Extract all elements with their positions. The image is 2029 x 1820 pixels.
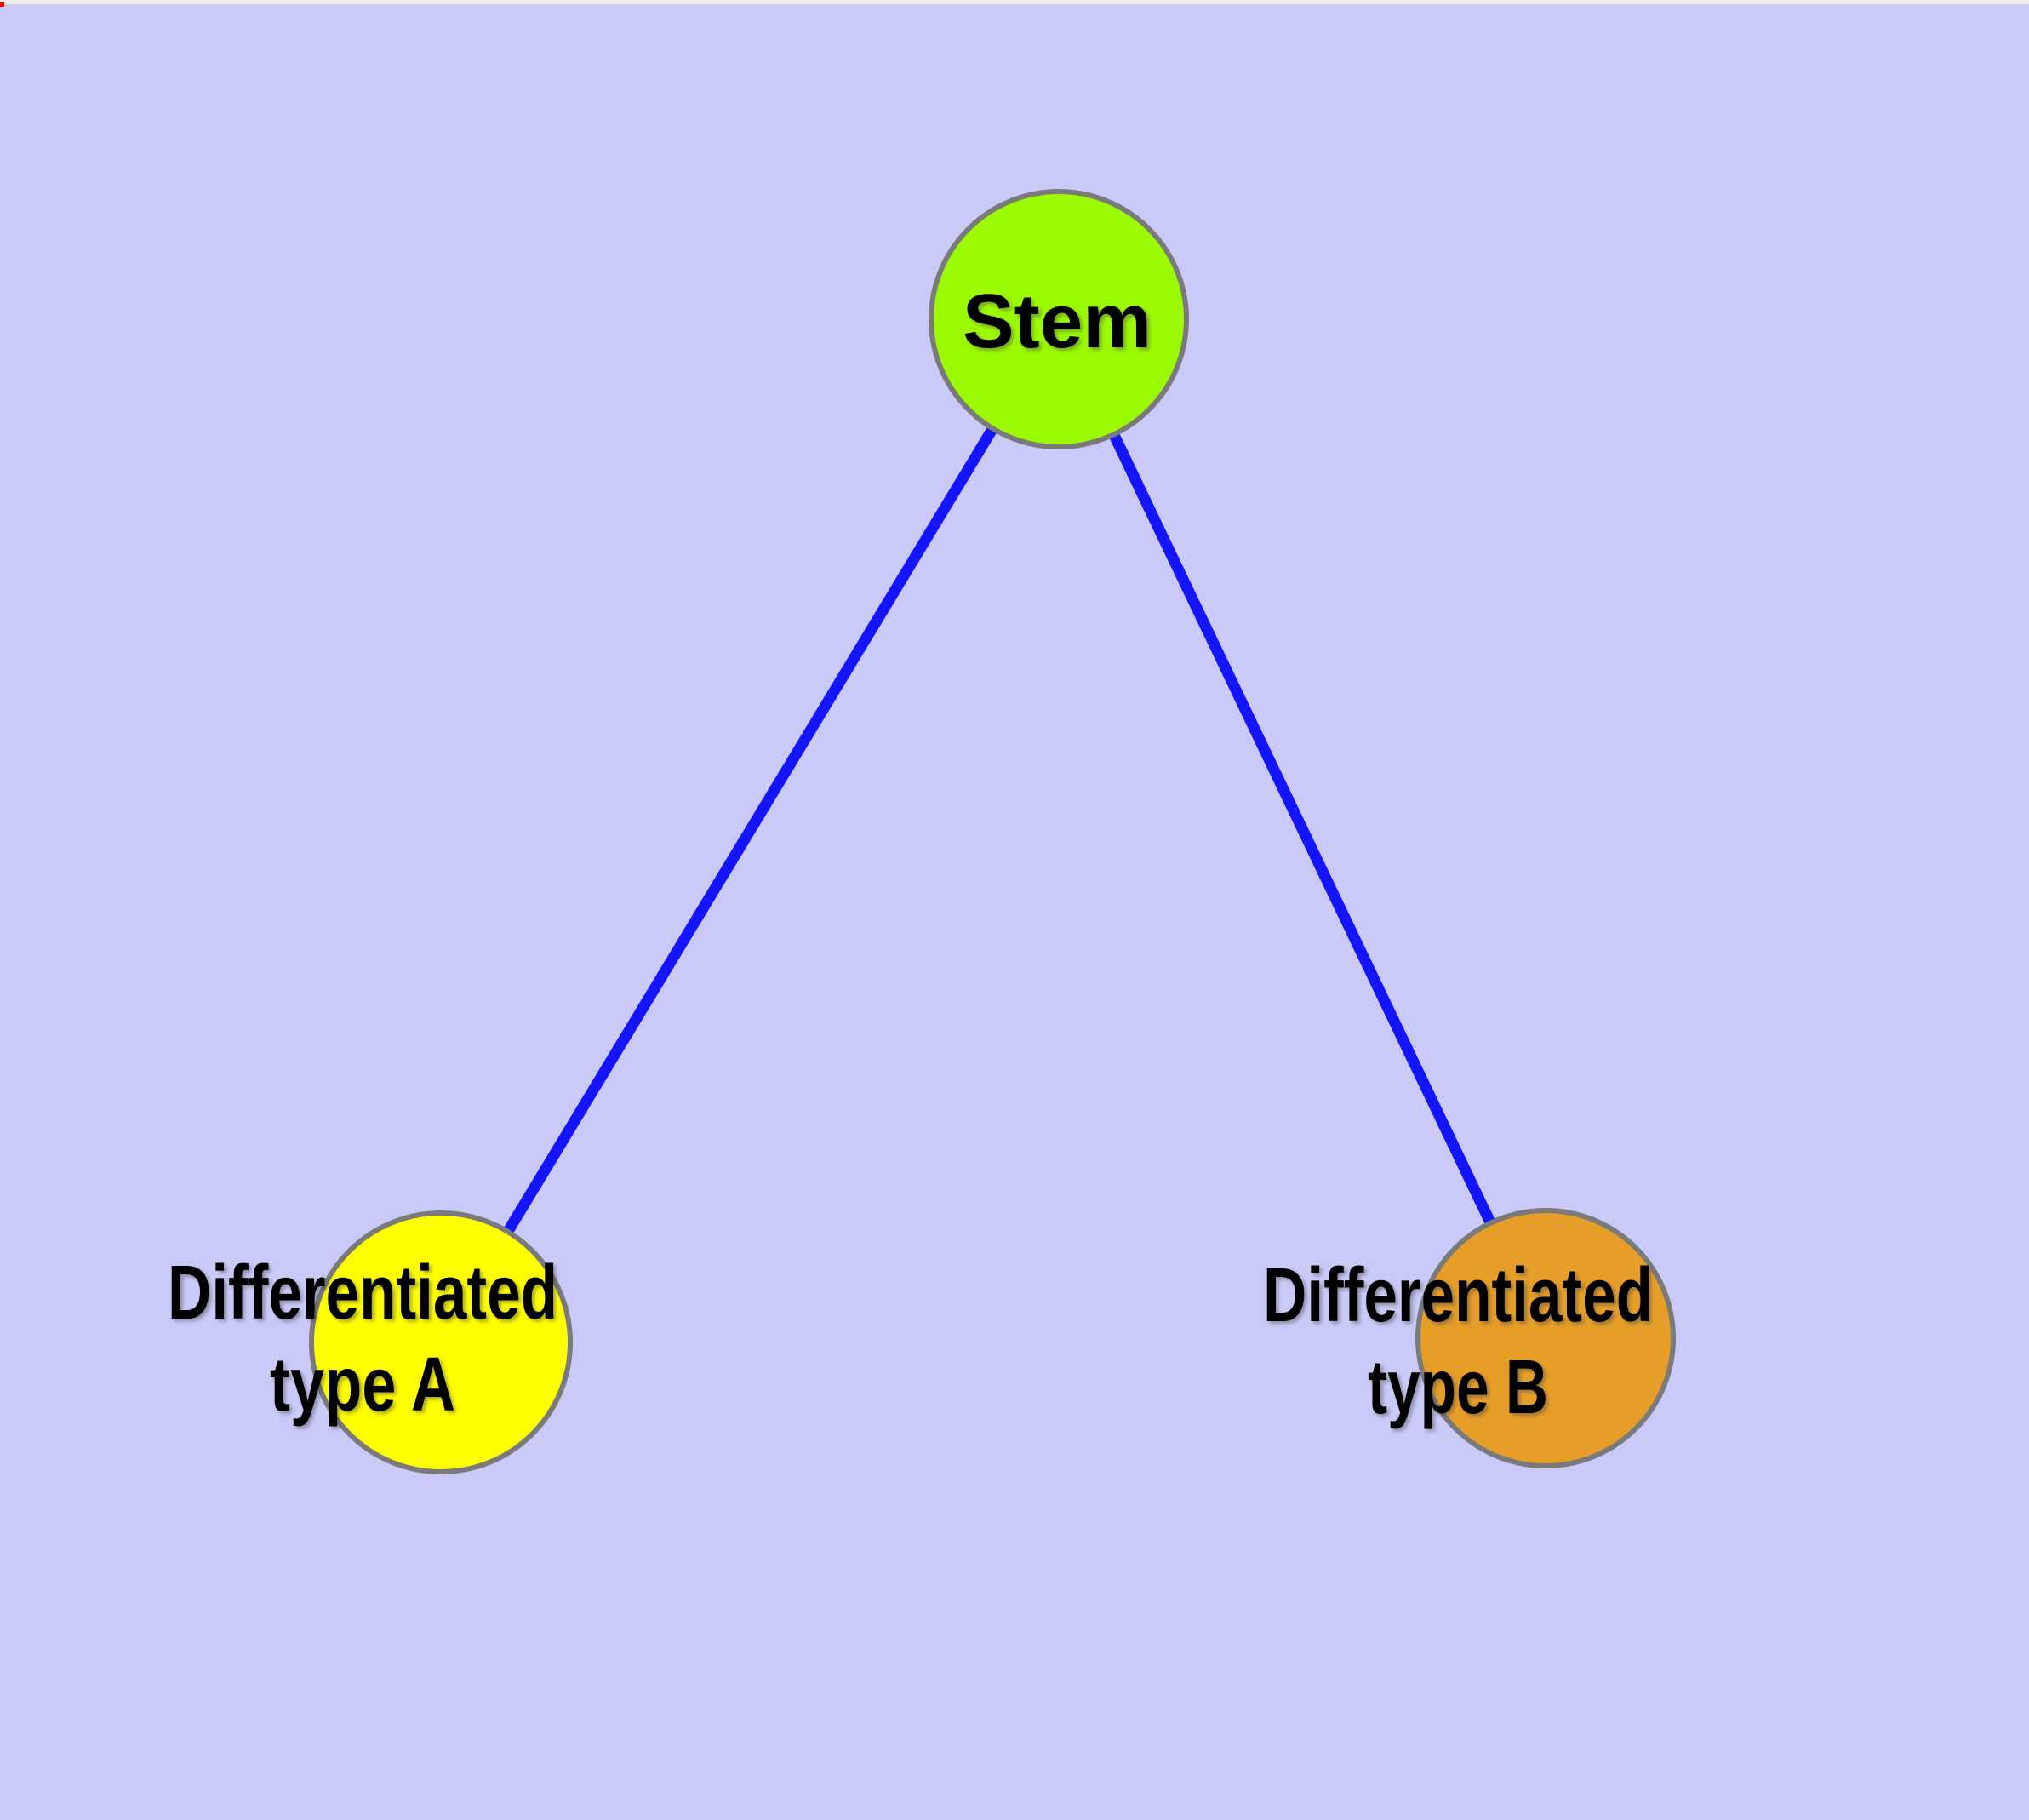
edge-stem-to-type-a (436, 316, 1064, 1346)
edge-stem-to-type-b (1054, 317, 1551, 1341)
type-a-node-circle (309, 1210, 573, 1474)
type-b-node-label-line2: type B (1368, 1345, 1548, 1430)
stem-node-label: Stem (963, 279, 1152, 364)
top-edge-border (0, 0, 2029, 4)
type-b-node-circle (1415, 1208, 1676, 1468)
type-b-node-label-line1: Differentiated (1263, 1253, 1653, 1338)
top-left-corner-mark (0, 2, 4, 7)
stem-node-circle (929, 189, 1189, 449)
type-a-node-label-line2: type A (270, 1342, 455, 1428)
type-a-node-label-line1: Differentiated (168, 1251, 557, 1336)
